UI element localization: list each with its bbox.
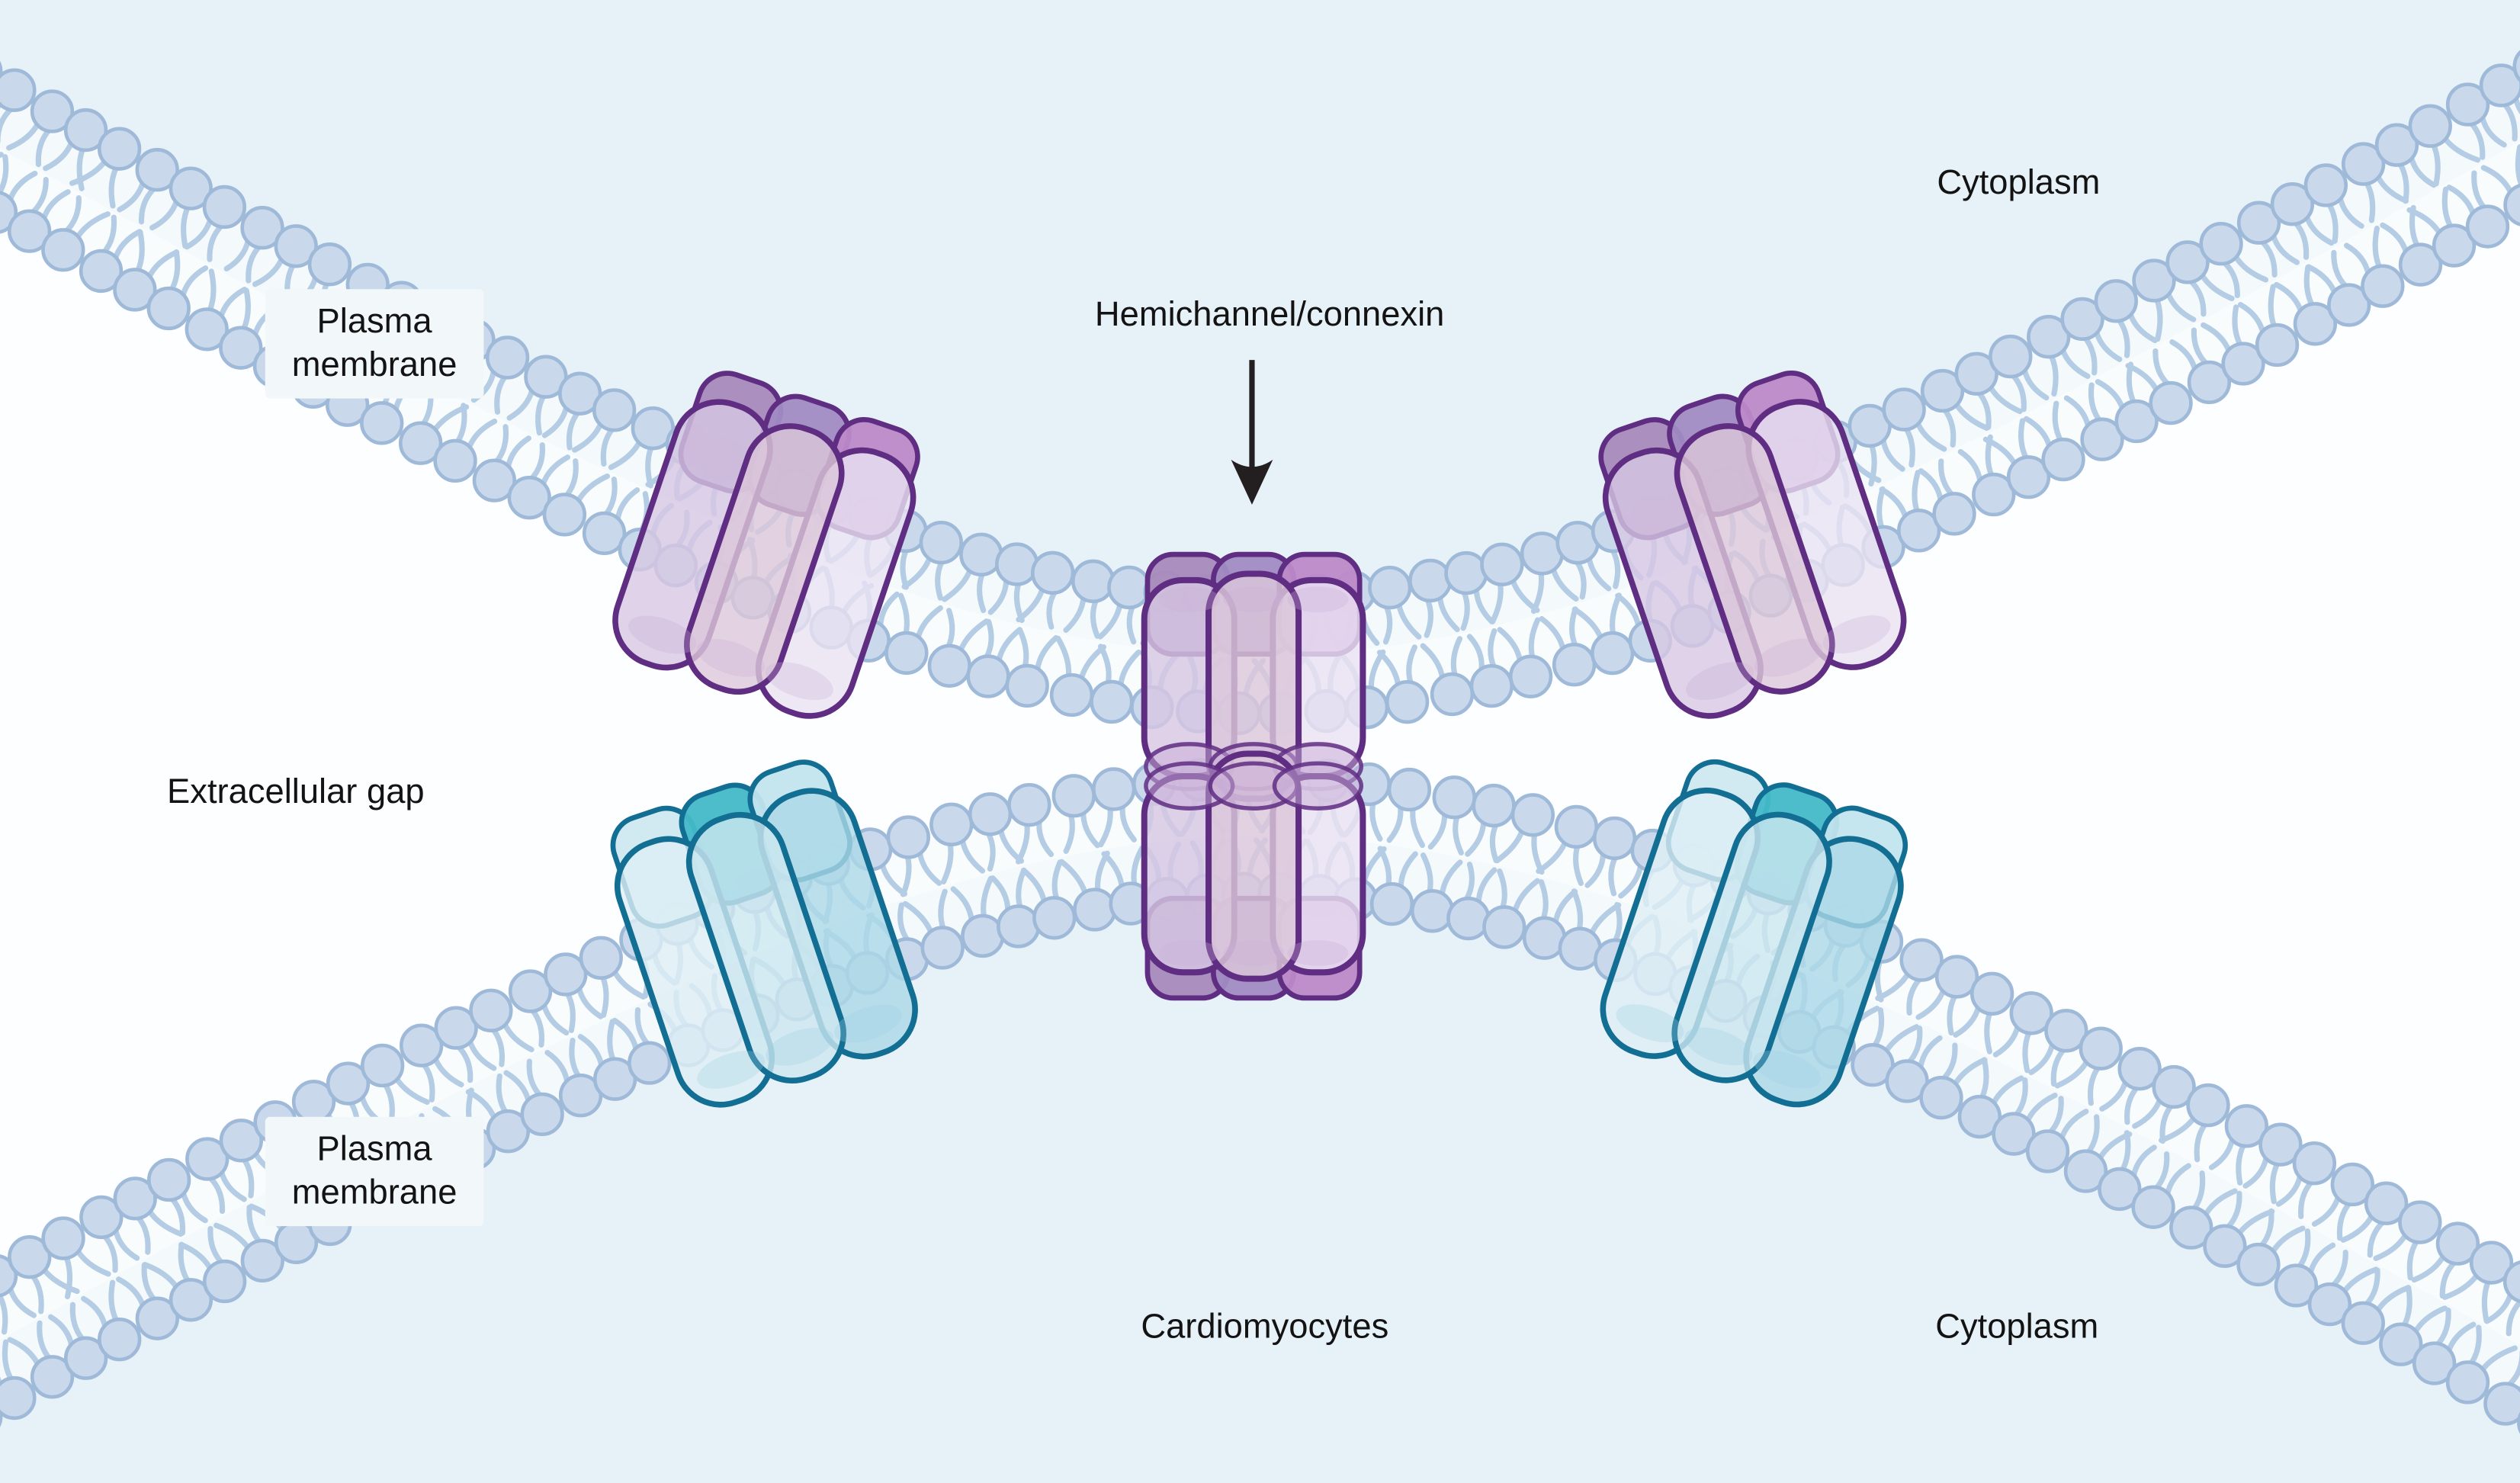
hemichannel-purple-right xyxy=(1598,371,1907,719)
cytoplasm-label-bottom: Cytoplasm xyxy=(1935,1307,2099,1347)
down-arrow-icon xyxy=(1231,360,1273,505)
hemichannel-purple-left xyxy=(612,371,920,719)
plasma-membrane-label-top: Plasma membrane xyxy=(265,289,484,399)
gap-junction-channel xyxy=(1141,551,1366,1001)
plasma-membrane-label-bottom: Plasma membrane xyxy=(265,1116,484,1227)
hemichannel-teal-left xyxy=(610,759,918,1108)
hemichannel-teal-right xyxy=(1600,759,1908,1108)
gap-junction-lower-hemichannel xyxy=(1141,750,1366,1001)
cell2-interior xyxy=(0,836,2520,1483)
cardiomyocytes-label: Cardiomyocytes xyxy=(1141,1307,1389,1347)
cell1-interior xyxy=(0,0,2520,656)
cytoplasm-label-top: Cytoplasm xyxy=(1937,162,2101,202)
hemichannel-connexin-label: Hemichannel/connexin xyxy=(1094,294,1445,334)
extracellular-gap-label: Extracellular gap xyxy=(167,772,425,811)
